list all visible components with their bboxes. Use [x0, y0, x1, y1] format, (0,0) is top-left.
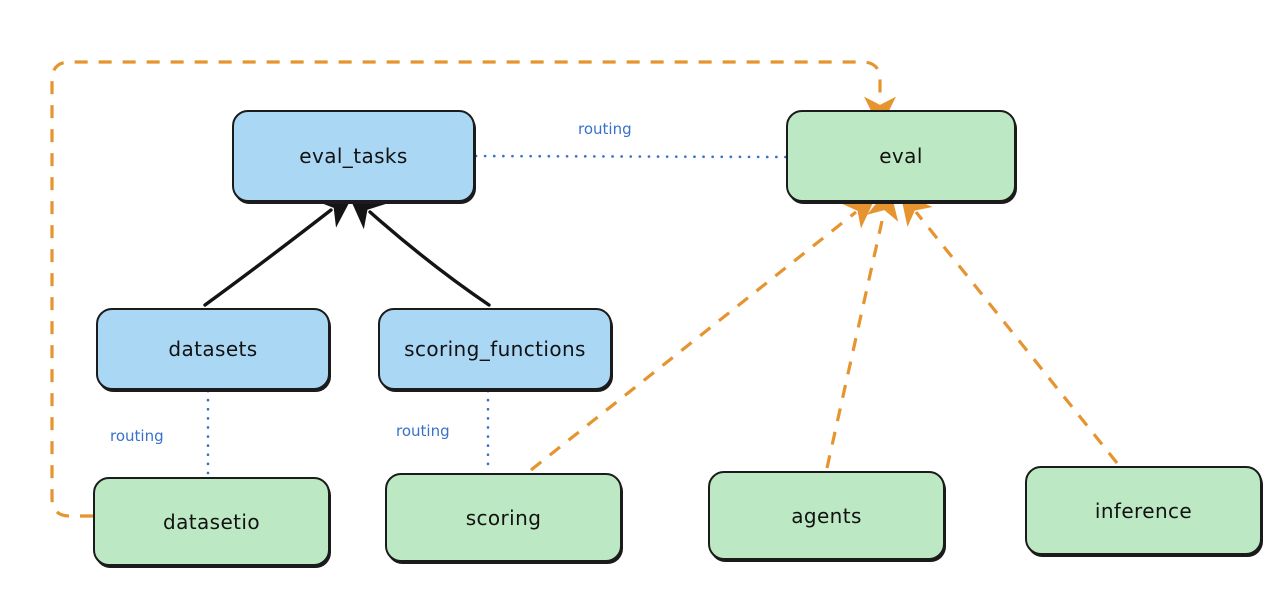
node-eval[interactable]: eval	[786, 110, 1016, 202]
node-label: agents	[791, 503, 862, 528]
edge-label-routing-left: routing	[110, 427, 164, 445]
node-inference[interactable]: inference	[1025, 466, 1262, 555]
edge-scoring-functions-to-eval-tasks	[347, 191, 491, 307]
edge-agents-to-eval	[825, 187, 899, 469]
edge-label-routing-middle: routing	[396, 422, 450, 440]
edge-label-routing-top: routing	[578, 120, 632, 138]
node-agents[interactable]: agents	[708, 471, 945, 560]
node-label: datasetio	[162, 509, 260, 534]
node-label: datasets	[168, 337, 258, 361]
node-label: scoring_functions	[404, 337, 586, 361]
edge-datasets-to-eval-tasks	[203, 191, 356, 307]
node-scoring[interactable]: scoring	[385, 473, 622, 562]
node-datasetio[interactable]: datasetio	[93, 477, 330, 566]
node-label: scoring	[465, 505, 542, 530]
node-label: eval_tasks	[299, 144, 408, 168]
edge-eval-tasks-to-eval	[474, 154, 788, 159]
edge-inference-to-eval	[899, 192, 1119, 465]
edge-scoring-to-eval	[530, 196, 877, 472]
node-label: inference	[1094, 498, 1193, 523]
node-eval-tasks[interactable]: eval_tasks	[232, 110, 475, 202]
node-scoring-functions[interactable]: scoring_functions	[378, 308, 612, 390]
node-datasets[interactable]: datasets	[96, 308, 330, 390]
node-label: eval	[879, 144, 923, 168]
edge-datasetio-to-eval	[50, 60, 896, 518]
